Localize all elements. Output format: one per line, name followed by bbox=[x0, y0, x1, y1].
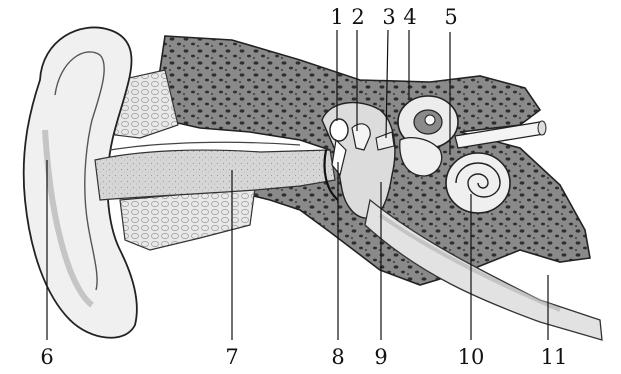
label-9: 9 bbox=[374, 345, 387, 369]
label-5: 5 bbox=[444, 5, 457, 29]
canal-skin-line bbox=[110, 142, 300, 150]
label-11: 11 bbox=[541, 345, 568, 369]
auditory-nerve-end bbox=[538, 121, 546, 135]
label-7: 7 bbox=[225, 345, 238, 369]
label-2: 2 bbox=[351, 5, 364, 29]
label-8: 8 bbox=[331, 345, 344, 369]
malleus-head bbox=[330, 119, 348, 141]
label-4: 4 bbox=[403, 5, 416, 29]
label-1: 1 bbox=[330, 5, 343, 29]
canal-lumen bbox=[425, 115, 435, 125]
label-6: 6 bbox=[40, 345, 53, 369]
label-3: 3 bbox=[382, 5, 395, 29]
label-10: 10 bbox=[458, 345, 485, 369]
